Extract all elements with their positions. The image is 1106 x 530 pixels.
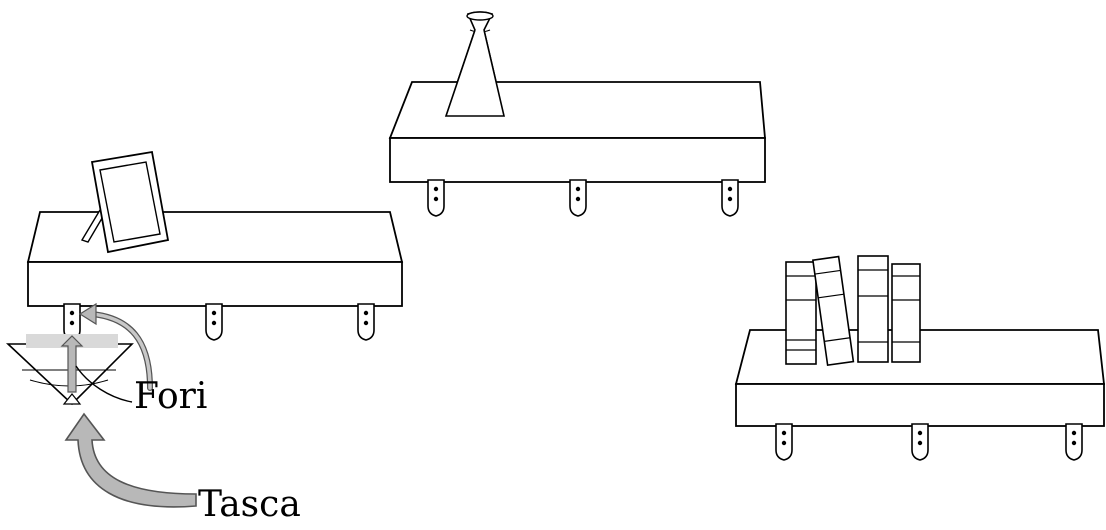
pocket-arrow bbox=[64, 412, 197, 508]
book bbox=[857, 255, 889, 363]
fori-label: Fori bbox=[134, 376, 207, 417]
books bbox=[785, 255, 921, 367]
bracket bbox=[911, 423, 929, 461]
bracket bbox=[1065, 423, 1083, 461]
bracket bbox=[775, 423, 793, 461]
bracket bbox=[357, 303, 375, 341]
bracket bbox=[427, 179, 445, 217]
left-shelf bbox=[26, 150, 404, 341]
bracket bbox=[721, 179, 739, 217]
tasca-label: Tasca bbox=[198, 484, 301, 525]
bracket bbox=[205, 303, 223, 341]
book bbox=[785, 261, 817, 365]
book bbox=[891, 263, 921, 363]
fori-leader bbox=[75, 365, 133, 403]
picture-frame bbox=[80, 150, 170, 254]
up-arrow bbox=[60, 335, 84, 393]
bracket bbox=[569, 179, 587, 217]
book bbox=[811, 255, 855, 367]
right-shelf bbox=[734, 255, 1106, 461]
holes-arrow bbox=[78, 302, 153, 391]
top-shelf bbox=[388, 11, 766, 217]
